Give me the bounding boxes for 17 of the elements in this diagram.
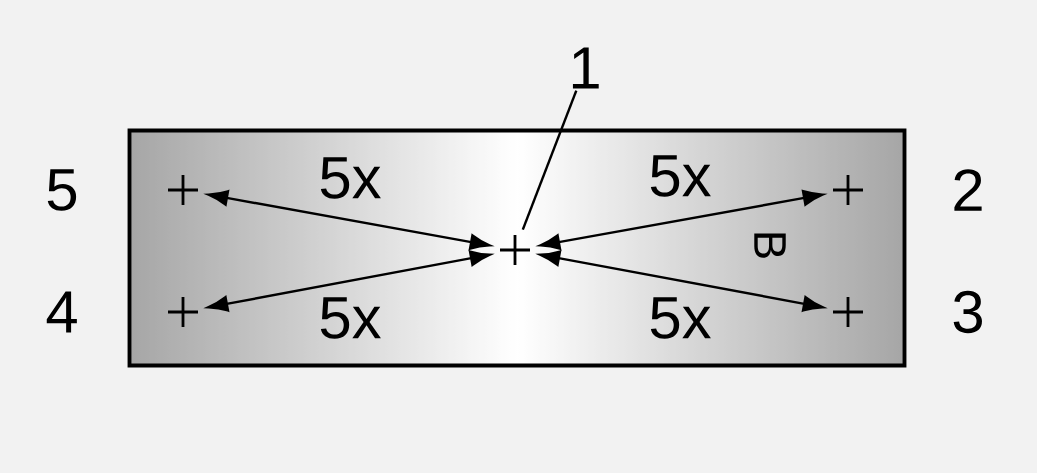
edge-label: 5x — [650, 297, 711, 339]
callout-number: 5 — [47, 169, 77, 211]
rotated-letter: B — [754, 233, 786, 258]
callout-number: 4 — [46, 291, 77, 333]
plus-mark — [831, 295, 865, 329]
edge-label: 5x — [650, 155, 711, 197]
callout-number: 3 — [953, 290, 982, 334]
plus-mark — [831, 173, 865, 207]
edge-label: 5x — [320, 297, 381, 339]
edge-label: 5x — [320, 157, 381, 199]
callout-number: 2 — [954, 169, 982, 211]
plus-mark — [166, 173, 200, 207]
frame-box — [127, 128, 907, 368]
leader-line — [521, 90, 578, 231]
plus-mark — [498, 233, 532, 267]
callout-number: 1 — [572, 47, 599, 89]
plus-mark — [166, 295, 200, 329]
